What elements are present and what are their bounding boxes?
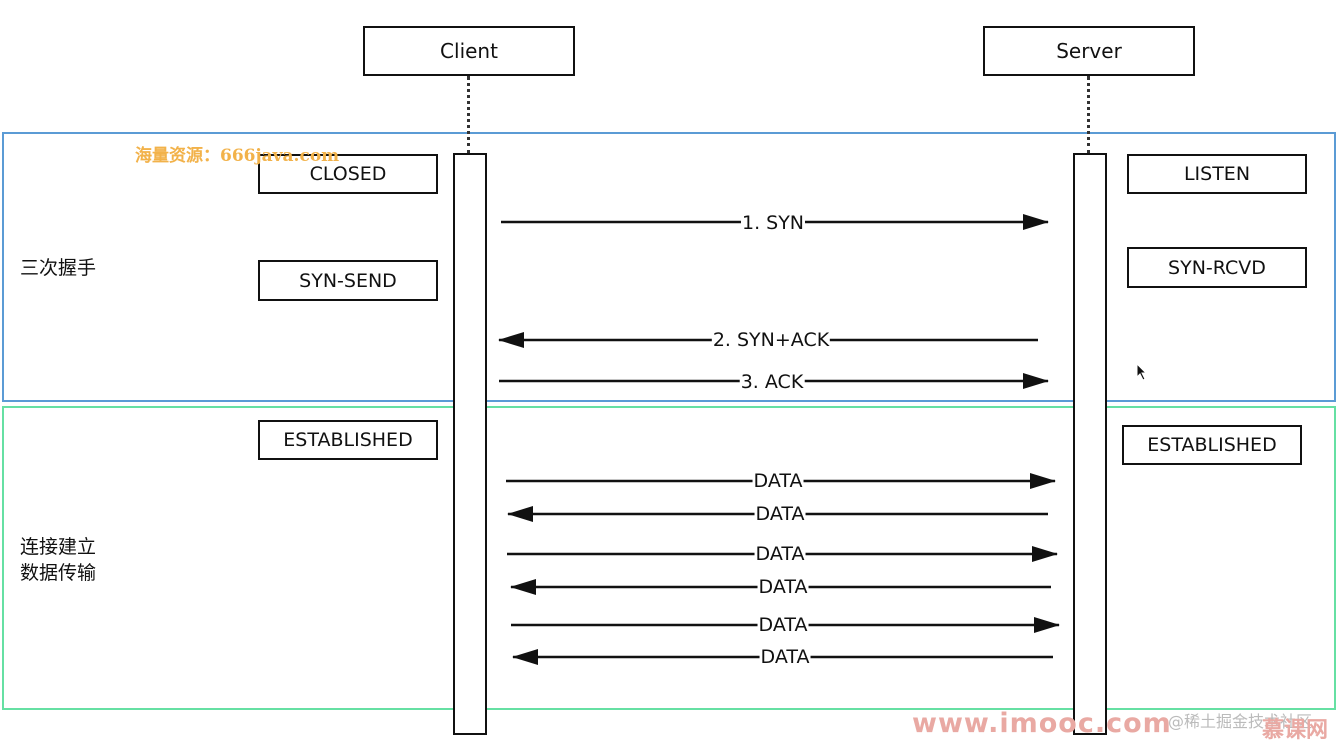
client-state-closed: CLOSED — [258, 154, 438, 194]
server-state-established: ESTABLISHED — [1122, 425, 1302, 465]
watermark-community: @稀土掘金技术社区 — [1168, 712, 1313, 731]
message-label-data: DATA — [757, 614, 809, 636]
server-state-listen: LISTEN — [1127, 154, 1307, 194]
message-label-syn-ack: 2. SYN+ACK — [711, 329, 831, 351]
message-label-data: DATA — [754, 503, 806, 525]
message-label-data: DATA — [759, 646, 811, 668]
handshake-lane-label: 三次握手 — [20, 257, 97, 279]
client-state-established: ESTABLISHED — [258, 420, 438, 460]
mouse-cursor-icon — [1136, 363, 1148, 381]
watermark-top: 海量资源：666java.com — [135, 146, 340, 166]
handshake-lane — [2, 132, 1336, 402]
message-label-data: DATA — [752, 470, 804, 492]
server-activation-bar — [1073, 153, 1107, 735]
data-lane-label-line1: 连接建立 — [20, 536, 97, 558]
client-lifeline — [467, 76, 470, 154]
server-lifeline — [1087, 76, 1090, 154]
client-participant: Client — [363, 26, 575, 76]
watermark-logo: 慕课网 — [1262, 718, 1329, 743]
server-participant: Server — [983, 26, 1195, 76]
message-label-ack: 3. ACK — [739, 371, 805, 393]
server-state-syn-rcvd: SYN-RCVD — [1127, 247, 1307, 288]
watermark-bottom: www.imooc.com — [912, 708, 1172, 739]
message-label-data: DATA — [754, 543, 806, 565]
message-label-syn: 1. SYN — [740, 212, 806, 234]
client-state-syn-send: SYN-SEND — [258, 260, 438, 301]
data-lane-label-line2: 数据传输 — [20, 562, 97, 584]
client-activation-bar — [453, 153, 487, 735]
data-transfer-lane — [2, 406, 1336, 710]
message-label-data: DATA — [757, 576, 809, 598]
